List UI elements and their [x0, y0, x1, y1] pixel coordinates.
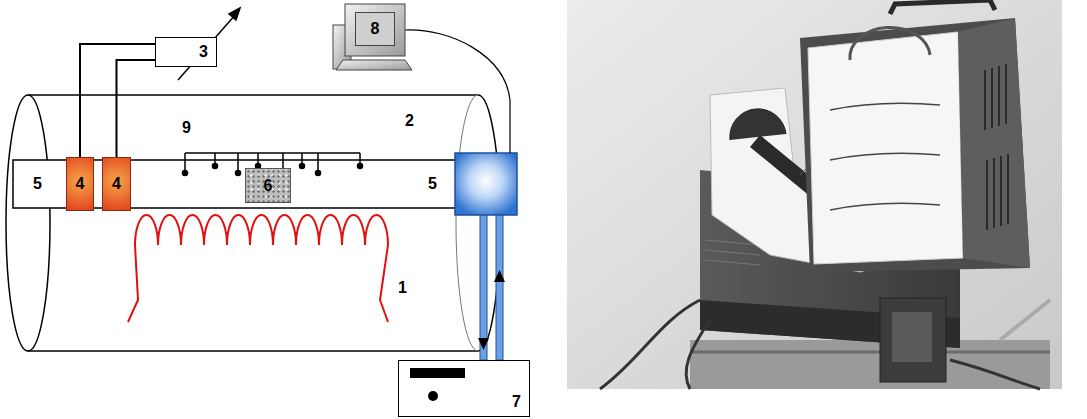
callout-number: 1	[398, 280, 407, 296]
electrode-block: 4	[102, 157, 131, 211]
callout-number: 3	[199, 44, 208, 60]
sample-block: 6	[245, 168, 291, 203]
callout-number: 6	[264, 178, 273, 194]
cooling-flange	[455, 153, 517, 215]
callout-number: 5	[428, 176, 437, 192]
heating-coil	[128, 215, 388, 322]
callout-number: 8	[371, 21, 380, 37]
data-cable	[405, 30, 510, 153]
wire-line	[80, 44, 155, 157]
signal-wire	[80, 44, 155, 157]
computer	[333, 4, 412, 70]
callout-number: 2	[405, 113, 414, 129]
signal-wire	[117, 60, 156, 157]
monitor-screen: 8	[355, 12, 395, 46]
wire-line	[117, 60, 156, 157]
callout-number: 7	[512, 394, 521, 410]
cooling-unit: 7	[398, 360, 530, 417]
furnace-photo	[567, 0, 1062, 389]
callout-number: 4	[112, 176, 121, 192]
controller-box: 3	[155, 37, 217, 67]
callout-number: 5	[33, 176, 42, 192]
display-bar	[410, 368, 465, 378]
callout-number: 4	[76, 176, 85, 192]
electrode-block: 4	[66, 157, 94, 211]
cooling-pipes	[478, 214, 505, 360]
furnace-cylinder	[6, 95, 500, 351]
knob	[428, 391, 438, 401]
callout-number: 9	[182, 120, 191, 136]
